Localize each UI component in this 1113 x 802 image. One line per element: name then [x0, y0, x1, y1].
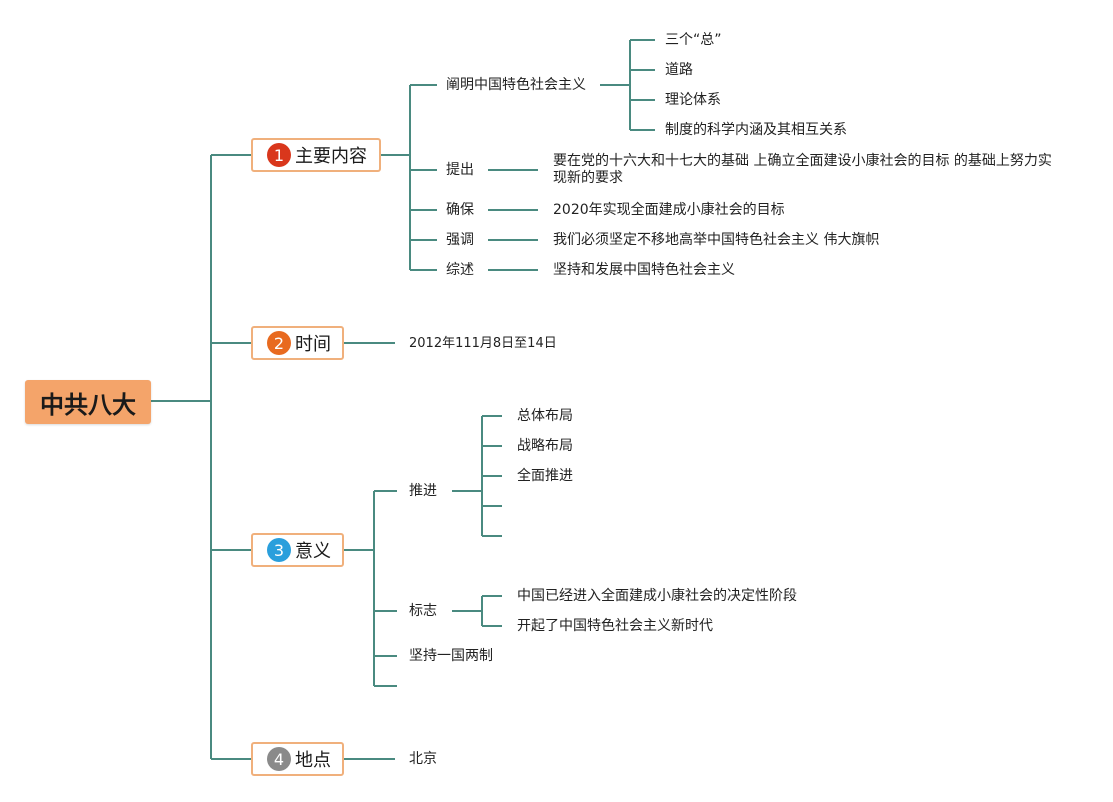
branch-label: 时间: [295, 334, 331, 355]
subtopic-node[interactable]: 确保: [446, 202, 474, 218]
leaf-node[interactable]: 2020年实现全面建成小康社会的目标: [553, 202, 785, 218]
subtopic-node[interactable]: 阐明中国特色社会主义: [446, 77, 586, 93]
leaf-node[interactable]: 三个“总”: [665, 32, 722, 48]
subtopic-node[interactable]: 强调: [446, 232, 474, 248]
branch-label: 地点: [295, 750, 331, 771]
root-node[interactable]: 中共八大: [25, 380, 151, 424]
number-badge: 3: [267, 538, 291, 562]
subtopic-node[interactable]: 标志: [409, 603, 437, 619]
subtopic-node[interactable]: 综述: [446, 262, 474, 278]
leaf-node[interactable]: 战略布局: [517, 438, 573, 454]
leaf-node[interactable]: 理论体系: [665, 92, 721, 108]
leaf-node[interactable]: 总体布局: [517, 408, 573, 424]
leaf-node[interactable]: 坚持和发展中国特色社会主义: [553, 262, 735, 278]
leaf-node[interactable]: 北京: [409, 751, 437, 767]
branch-label: 主要内容: [295, 146, 367, 167]
leaf-node[interactable]: 要在党的十六大和十七大的基础 上确立全面建设小康社会的目标 的基础上努力实现新的…: [553, 153, 1052, 186]
number-badge: 2: [267, 331, 291, 355]
number-badge: 4: [267, 747, 291, 771]
branch-node-main-content[interactable]: 1 主要内容: [251, 138, 381, 172]
leaf-node[interactable]: 我们必须坚定不移地高举中国特色社会主义 伟大旗帜: [553, 232, 880, 248]
leaf-node[interactable]: 全面推进: [517, 468, 573, 484]
branch-node-time[interactable]: 2 时间: [251, 326, 344, 360]
leaf-node[interactable]: 道路: [665, 62, 693, 78]
branch-node-location[interactable]: 4 地点: [251, 742, 344, 776]
leaf-node[interactable]: 2012年111月8日至14日: [409, 336, 557, 351]
branch-label: 意义: [295, 541, 331, 562]
subtopic-node[interactable]: 推进: [409, 483, 437, 499]
leaf-node[interactable]: 中国已经进入全面建成小康社会的决定性阶段: [517, 588, 797, 604]
branch-node-significance[interactable]: 3 意义: [251, 533, 344, 567]
leaf-node[interactable]: 开起了中国特色社会主义新时代: [517, 618, 713, 634]
subtopic-node[interactable]: 坚持一国两制: [409, 648, 493, 664]
subtopic-node[interactable]: 提出: [446, 162, 474, 178]
number-badge: 1: [267, 143, 291, 167]
leaf-node[interactable]: 制度的科学内涵及其相互关系: [665, 122, 847, 138]
